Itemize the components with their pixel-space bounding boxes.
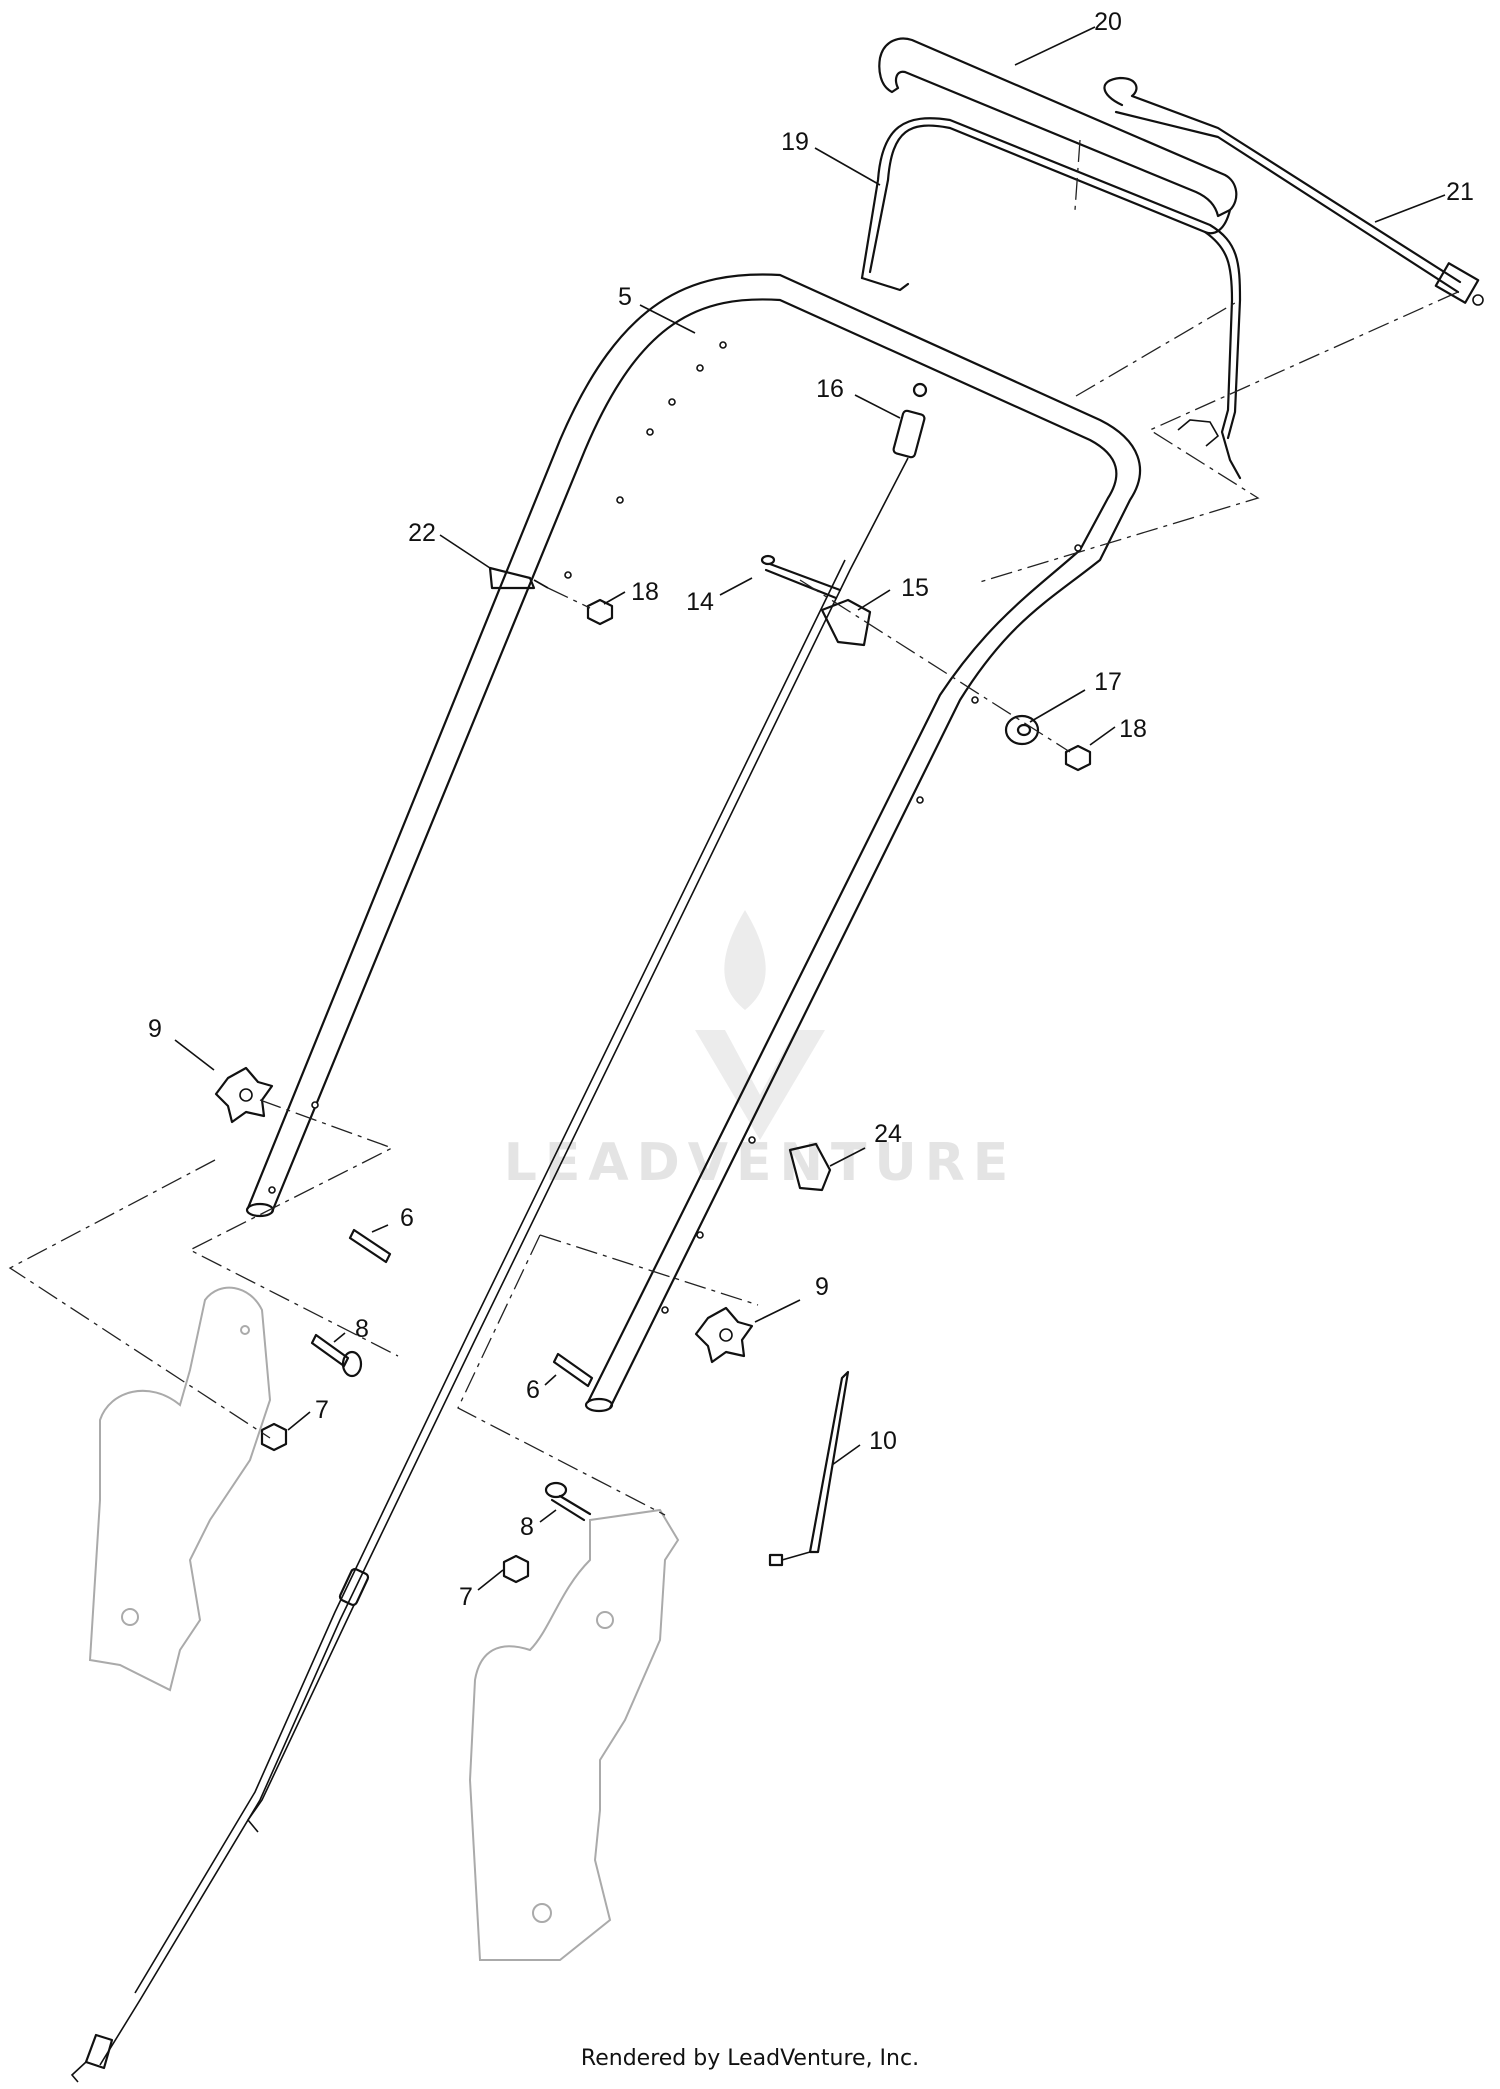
part-20-handle-grip (878, 37, 1238, 235)
watermark-flame-icon (724, 910, 766, 1010)
part-6-pin-right (552, 1352, 594, 1388)
callout-10: 10 (869, 1427, 897, 1455)
part-21-control-rod (1103, 76, 1484, 306)
callout-5: 5 (618, 283, 632, 311)
callout-17: 17 (1094, 668, 1122, 696)
callout-14: 14 (686, 588, 714, 616)
callout-labels: 20 19 21 5 16 22 18 14 15 17 18 9 24 6 9… (148, 8, 1474, 1611)
height-bracket-left (88, 1286, 272, 1692)
part-9-knob-right (694, 1306, 754, 1364)
callout-6-left: 6 (400, 1204, 414, 1232)
callout-16: 16 (816, 375, 844, 403)
part-8-bolt-left (310, 1333, 363, 1378)
watermark-v-icon (695, 1030, 825, 1140)
part-17-washer (1004, 714, 1040, 746)
part-18-nut-upper (586, 598, 614, 626)
watermark: LEADVENTURE (504, 910, 1017, 1193)
callout-9-right: 9 (815, 1273, 829, 1301)
callout-6-right: 6 (526, 1376, 540, 1404)
part-22-cable-clip (488, 566, 549, 590)
callout-21: 21 (1446, 178, 1474, 206)
part-18-nut-right (1064, 744, 1092, 772)
part-5-main-handle (245, 273, 1142, 1413)
height-bracket-right (468, 1508, 680, 1961)
callout-20: 20 (1094, 8, 1122, 36)
assembly-lines (8, 139, 1459, 1516)
footer-credit: Rendered by LeadVenture, Inc. (580, 2046, 920, 2071)
part-10-cable-tie (768, 1370, 850, 1567)
callout-24: 24 (874, 1120, 902, 1148)
callout-15: 15 (901, 574, 929, 602)
callout-22: 22 (408, 519, 436, 547)
part-19-bail (860, 117, 1242, 480)
callout-7-right: 7 (459, 1583, 473, 1611)
callout-7-left: 7 (315, 1396, 329, 1424)
part-7-nut-left (260, 1422, 288, 1452)
part-9-knob-left (214, 1066, 274, 1124)
watermark-text: LEADVENTURE (504, 1133, 1017, 1193)
callout-9-left: 9 (148, 1015, 162, 1043)
callout-18-upper: 18 (631, 578, 659, 606)
part-14-bolt (760, 554, 842, 600)
part-15-block (820, 598, 872, 647)
part-8-bolt-right (544, 1481, 592, 1522)
part-6-pin-left (348, 1228, 392, 1264)
part-24-clip (788, 1142, 832, 1192)
callout-8-left: 8 (355, 1315, 369, 1343)
callout-8-right: 8 (520, 1513, 534, 1541)
part-7-nut-right (502, 1554, 530, 1584)
callout-leaders (174, 26, 1446, 1591)
callout-18-right: 18 (1119, 715, 1147, 743)
part-16-cable-spring (70, 382, 928, 2083)
callout-19: 19 (781, 128, 809, 156)
